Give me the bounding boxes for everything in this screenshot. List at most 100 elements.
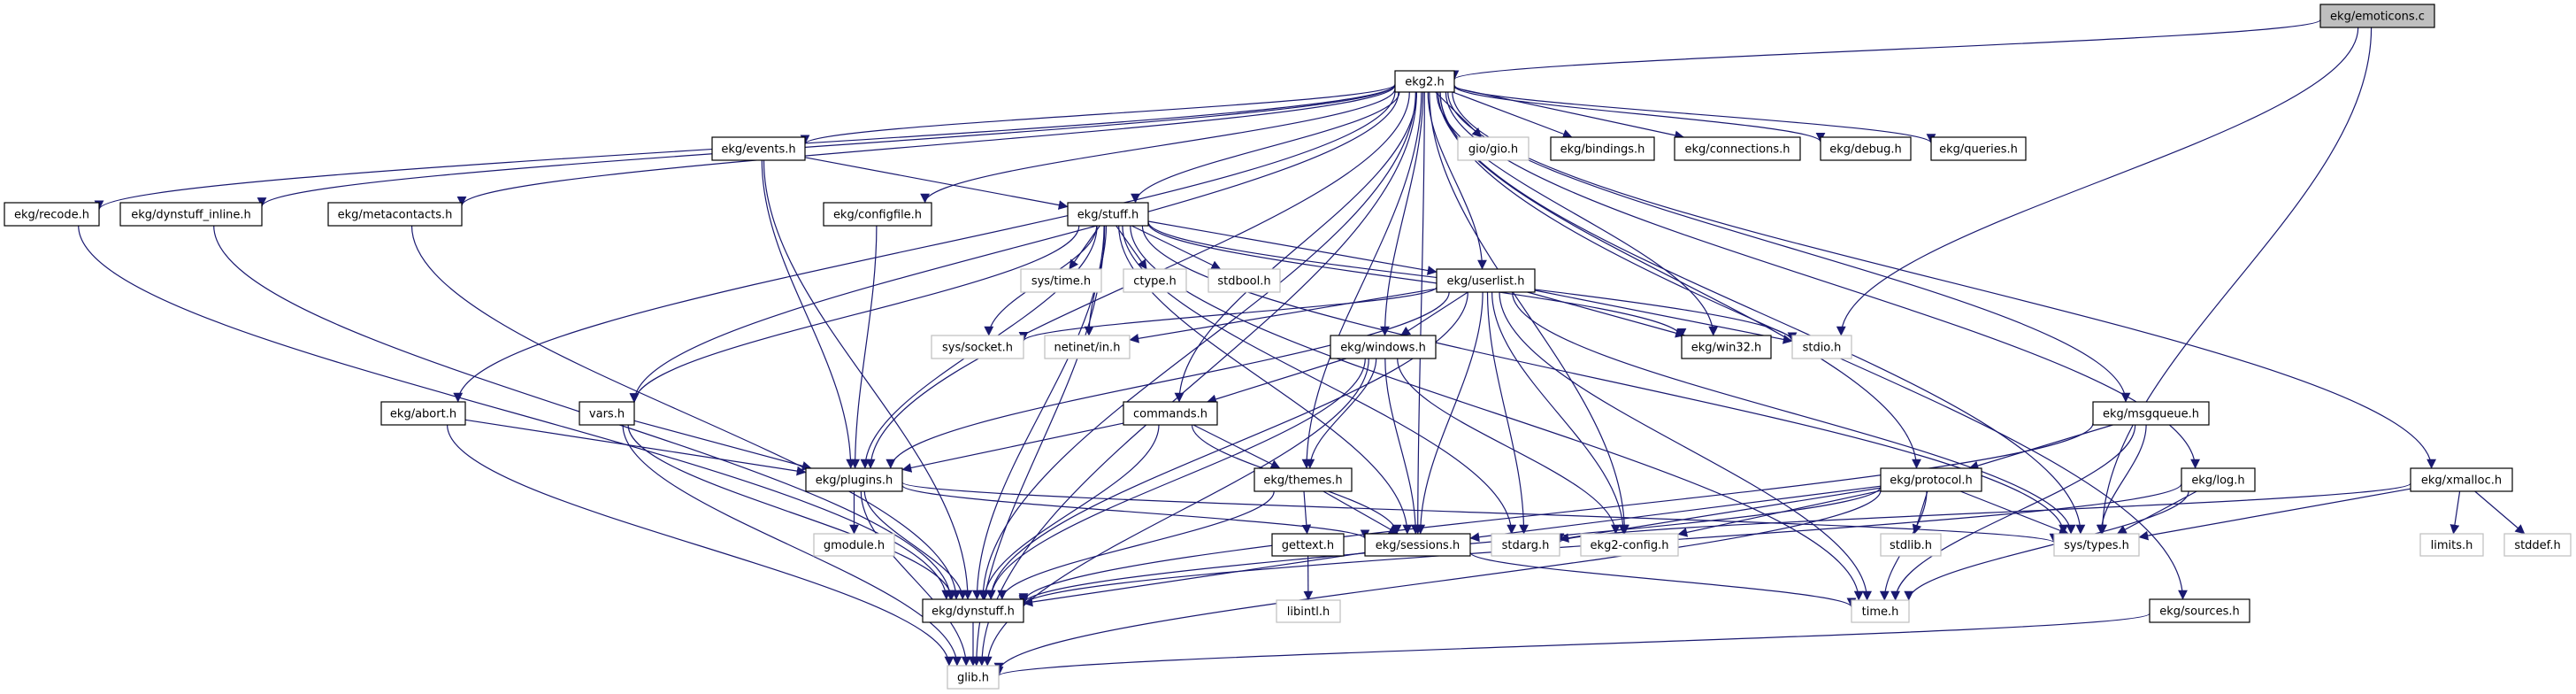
edge-windows_h-to-themes_h <box>1305 358 1377 469</box>
node-box <box>1436 268 1536 293</box>
node-recode-h[interactable]: ekg/recode.h <box>4 202 100 227</box>
edges-layer <box>78 19 2526 676</box>
node-bindings-h[interactable]: ekg/bindings.h <box>1550 136 1655 161</box>
edge-xmalloc_h-to-limits_h <box>2450 490 2461 535</box>
edge-vars_h-to-dynstuff_h <box>627 424 957 600</box>
edge-ekg2_h-to-debug_h <box>1453 85 1826 143</box>
node-label: ekg/events.h <box>721 143 795 157</box>
node-label: ekg/themes.h <box>1263 474 1342 488</box>
edge-userlist_h-to-dynstuff_h <box>985 291 1468 600</box>
node-label: ekg/debug.h <box>1829 143 1902 157</box>
node-box <box>1674 136 1801 161</box>
node-metacontacts-h[interactable]: ekg/metacontacts.h <box>327 202 463 227</box>
node-stdlib-h: stdlib.h <box>1880 533 1942 557</box>
node-box <box>1330 335 1437 359</box>
node-label: ekg/queries.h <box>1939 143 2018 157</box>
node-userlist-h[interactable]: ekg/userlist.h <box>1436 268 1536 293</box>
node-label: stddef.h <box>2514 539 2560 552</box>
edge-stuff_h-to-win32_h <box>1147 222 1687 338</box>
node-events-h[interactable]: ekg/events.h <box>711 136 806 161</box>
node-ekg2-config-h: ekg2-config.h <box>1580 533 1679 557</box>
node-abort-h[interactable]: ekg/abort.h <box>380 401 466 426</box>
edge-windows_h-to-sessions_h <box>1384 358 1421 535</box>
node-connections-h[interactable]: ekg/connections.h <box>1674 136 1801 161</box>
node-box <box>1364 533 1471 557</box>
node-msgqueue-h[interactable]: ekg/msgqueue.h <box>2092 401 2210 426</box>
edge-ekg2_h-to-themes_h <box>1301 91 1422 469</box>
edge-ekg2_h-to-vars_h <box>629 91 1399 403</box>
node-stdio-h: stdio.h <box>1791 335 1852 359</box>
edge-userlist_h-to-windows_h <box>1400 291 1468 336</box>
node-vars-h[interactable]: vars.h <box>579 401 635 426</box>
edge-vars_h-to-plugins_h <box>633 420 812 471</box>
edge-themes_h-to-dynstuff_h <box>997 490 1275 600</box>
node-box <box>2410 467 2513 492</box>
edge-ekg2_h-to-stuff_h <box>1131 91 1400 204</box>
node-limits-h: limits.h <box>2419 533 2484 557</box>
node-emoticons-c[interactable]: ekg/emoticons.c <box>2319 4 2435 28</box>
node-gio-h: gio/gio.h <box>1457 136 1530 161</box>
node-box <box>119 202 263 227</box>
edge-themes_h-to-sessions_h <box>1322 490 1399 535</box>
node-sessions-h[interactable]: ekg/sessions.h <box>1364 533 1471 557</box>
node-label: sys/types.h <box>2064 539 2129 552</box>
nodes-layer: ekg/emoticons.c ekg2.h ekg/events.h gio/gio… <box>4 4 2572 690</box>
node-label: ctype.h <box>1133 275 1177 289</box>
node-dynstuff-h[interactable]: ekg/dynstuff.h <box>922 598 1024 623</box>
node-commands-h[interactable]: commands.h <box>1123 401 1218 426</box>
node-label: ekg/abort.h <box>390 408 456 421</box>
node-box <box>813 533 895 557</box>
node-box <box>823 202 932 227</box>
node-box <box>2419 533 2484 557</box>
node-log-h[interactable]: ekg/log.h <box>2181 467 2256 492</box>
node-windows-h[interactable]: ekg/windows.h <box>1330 335 1437 359</box>
node-box <box>1394 70 1455 93</box>
node-box <box>1123 268 1187 293</box>
node-sources-h[interactable]: ekg/sources.h <box>2149 598 2250 623</box>
edge-ekg2_h-to-ekg2_config_h <box>1429 91 1629 535</box>
node-gettext-h[interactable]: gettext.h <box>1271 533 1345 557</box>
node-label: ekg/connections.h <box>1685 143 1790 157</box>
node-configfile-h[interactable]: ekg/configfile.h <box>823 202 932 227</box>
node-label: ekg/recode.h <box>14 209 89 222</box>
edge-userlist_h-to-stdarg_h <box>1486 291 1529 535</box>
node-box <box>1020 268 1102 293</box>
node-win32-h[interactable]: ekg/win32.h <box>1681 335 1772 359</box>
node-debug-h[interactable]: ekg/debug.h <box>1820 136 1912 161</box>
edge-ekg2_h-to-events_h <box>800 83 1396 145</box>
edge-commands_h-to-plugins_h <box>901 422 1124 473</box>
edge-log_h-to-time_h <box>1904 490 2189 601</box>
edge-ekg2_h-to-queries_h <box>1453 84 1936 144</box>
edge-events_h-to-plugins_h <box>761 159 856 469</box>
node-stuff-h[interactable]: ekg/stuff.h <box>1067 202 1149 227</box>
node-time-h: time.h <box>1851 599 1910 623</box>
edge-ekg2_h-to-glib_h <box>977 91 1417 667</box>
node-box <box>805 467 903 492</box>
node-queries-h[interactable]: ekg/queries.h <box>1930 136 2027 161</box>
node-label: ekg/emoticons.c <box>2330 11 2425 24</box>
edge-protocol_h-to-glib_h <box>993 490 1882 673</box>
node-sys-time-h: sys/time.h <box>1020 268 1102 293</box>
node-label: ekg2.h <box>1405 76 1444 89</box>
edge-events_h-to-dynstuff_h <box>763 159 973 600</box>
edge-userlist_h-to-stdio_h <box>1534 289 1793 344</box>
node-dynstuff-inline-h[interactable]: ekg/dynstuff_inline.h <box>119 202 263 227</box>
edge-plugins_h-to-sessions_h <box>901 484 1370 540</box>
node-ekg2-h[interactable]: ekg2.h <box>1394 70 1455 93</box>
edge-msgqueue_h-to-sys_types_h <box>2096 424 2147 535</box>
node-box <box>2181 467 2256 492</box>
node-protocol-h[interactable]: ekg/protocol.h <box>1880 467 1982 492</box>
node-xmalloc-h[interactable]: ekg/xmalloc.h <box>2410 467 2513 492</box>
node-label: gettext.h <box>1282 539 1334 552</box>
node-box <box>4 202 100 227</box>
node-plugins-h[interactable]: ekg/plugins.h <box>805 467 903 492</box>
node-label: glib.h <box>957 672 989 685</box>
edge-ekg2_h-to-commands_h <box>1174 91 1417 403</box>
edge-msgqueue_h-to-dynstuff_h <box>1018 422 2094 604</box>
node-label: ekg/sessions.h <box>1376 539 1460 552</box>
node-box <box>1930 136 2027 161</box>
node-box <box>1254 467 1353 492</box>
node-box <box>931 335 1024 359</box>
node-sys-socket-h: sys/socket.h <box>931 335 1024 359</box>
node-themes-h[interactable]: ekg/themes.h <box>1254 467 1353 492</box>
